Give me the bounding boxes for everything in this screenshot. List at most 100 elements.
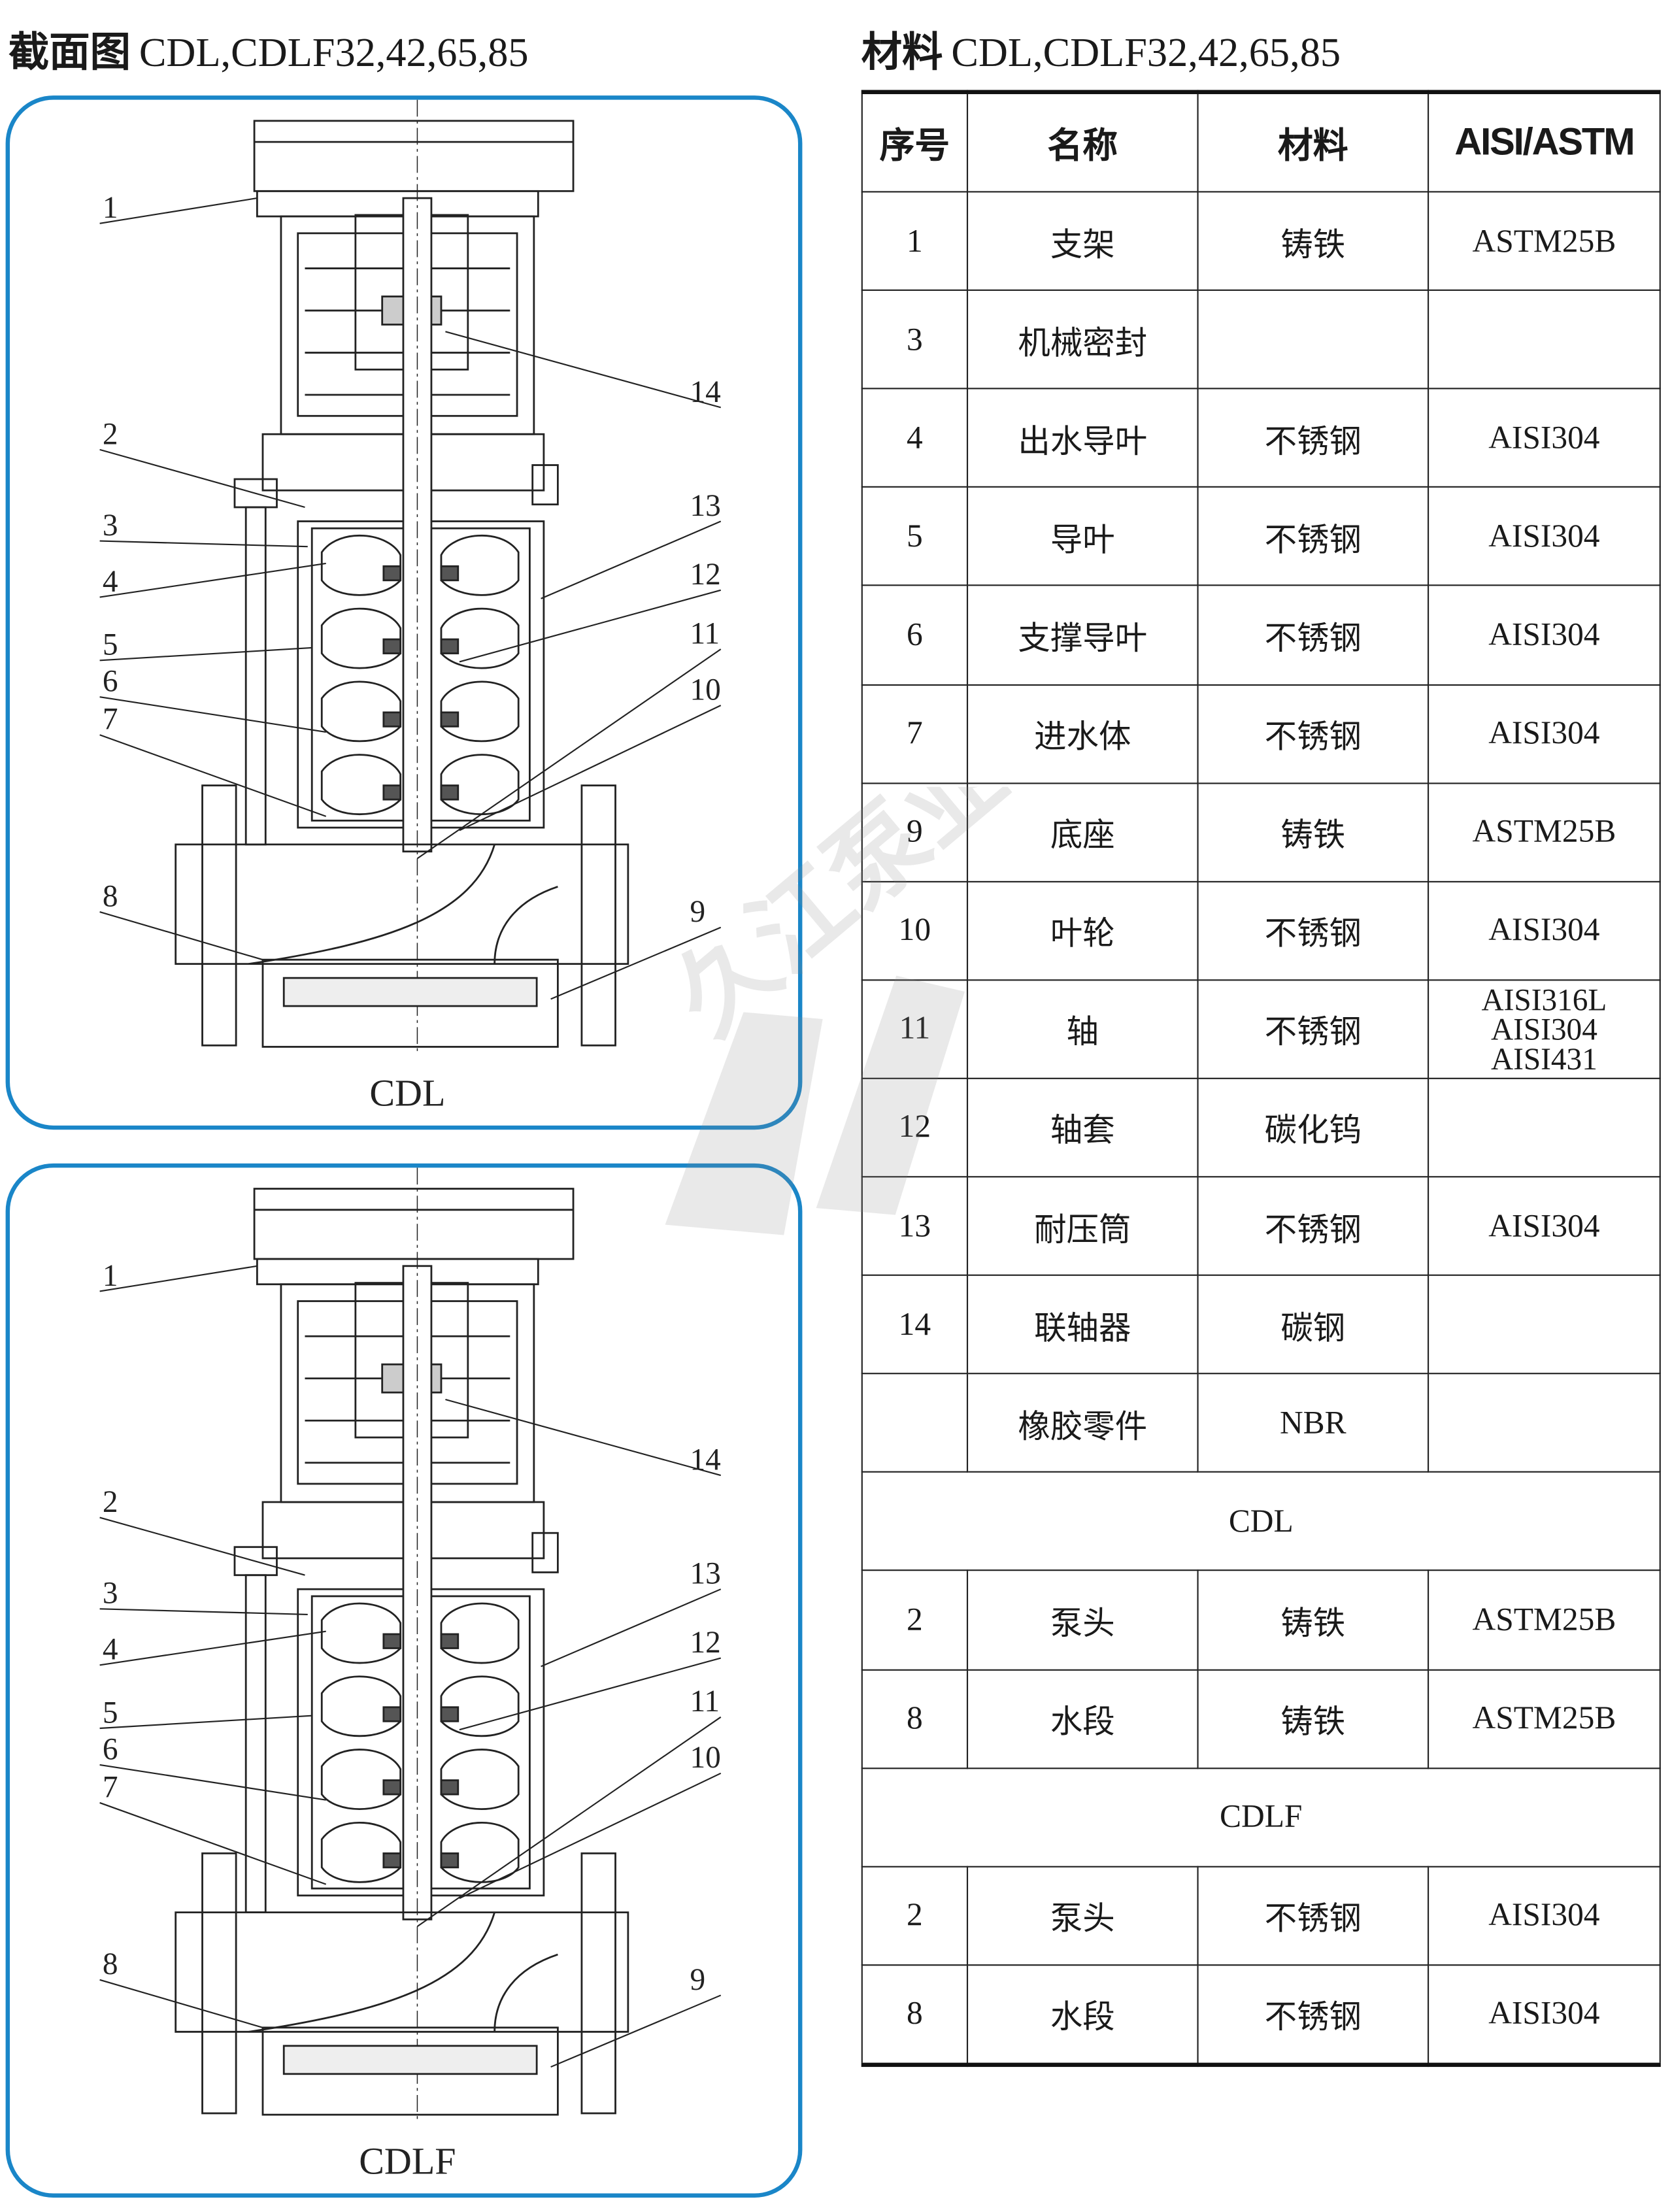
part-label-5: 5 (103, 628, 118, 662)
part-label-5: 5 (103, 1696, 118, 1730)
part-label-7: 7 (103, 703, 118, 737)
shaft-sleeve (440, 1706, 460, 1722)
impeller-right (440, 607, 520, 669)
part-name: 泵头 (966, 1865, 1199, 1966)
part-label-1: 1 (103, 191, 118, 225)
base-body (175, 1911, 629, 2033)
part-standard (1427, 1077, 1661, 1178)
leader-line (99, 562, 326, 598)
base-hatch (282, 2045, 538, 2075)
part-label-8: 8 (103, 1947, 118, 1981)
part-label-6: 6 (103, 665, 118, 699)
impeller-right (440, 680, 520, 743)
part-label-9: 9 (690, 1963, 705, 1997)
table-section-row: CDLF (861, 1767, 1661, 1868)
leader-line (99, 1608, 308, 1615)
impeller-right (440, 1821, 520, 1883)
panel-caption: CDLF (359, 2139, 456, 2182)
leader-line (99, 1764, 326, 1801)
shaft-sleeve (440, 784, 460, 801)
part-number: 10 (861, 880, 969, 981)
part-label-12: 12 (690, 558, 720, 592)
leader-line (99, 1265, 258, 1292)
standard-line: AISI304 (1490, 1011, 1597, 1047)
leader-line (99, 911, 263, 961)
part-name: 机械密封 (966, 290, 1199, 390)
impeller-right (440, 534, 520, 596)
part-number: 1 (861, 191, 969, 292)
pump-parts (175, 99, 629, 1056)
title-cn: 材料 (861, 27, 943, 76)
leader-line (99, 1979, 263, 2028)
part-material: 不锈钢 (1197, 1865, 1430, 1966)
part-material: 不锈钢 (1197, 880, 1430, 981)
part-standard: AISI304 (1427, 683, 1661, 784)
part-number: 6 (861, 585, 969, 686)
part-name: 水段 (966, 1964, 1199, 2066)
part-name: 轴 (966, 979, 1199, 1079)
shaft-sleeve (382, 1706, 402, 1722)
part-standard: AISI304 (1427, 1865, 1661, 1966)
part-number (861, 1373, 969, 1473)
leader-line (99, 448, 305, 509)
part-number: 8 (861, 1668, 969, 1769)
base-foot (261, 958, 559, 1048)
shaft-sleeve (382, 638, 402, 654)
impeller-left (320, 534, 402, 596)
part-standard: AISI304 (1427, 486, 1661, 587)
shaft-sleeve (440, 1779, 460, 1796)
shaft-sleeve (440, 711, 460, 728)
base-foot (261, 2026, 559, 2116)
impeller-left (320, 1821, 402, 1883)
part-material: 不锈钢 (1197, 979, 1430, 1079)
shaft-sleeve (440, 638, 460, 654)
flow-curve (248, 1912, 495, 2033)
leader-line (459, 1772, 722, 1900)
part-name: 底座 (966, 782, 1199, 882)
leader-line (99, 696, 326, 733)
leader-line (99, 734, 327, 817)
title-cn: 截面图 (8, 27, 131, 76)
part-number: 7 (861, 683, 969, 784)
part-number: 5 (861, 486, 969, 587)
impeller-left (320, 1675, 402, 1737)
part-label-10: 10 (690, 1741, 720, 1775)
panel-caption: CDL (369, 1072, 445, 1114)
part-name: 支撑导叶 (966, 585, 1199, 686)
shaft-sleeve (382, 1633, 402, 1649)
part-label-14: 14 (690, 1443, 720, 1477)
part-name: 叶轮 (966, 880, 1199, 981)
impeller-right (440, 1749, 520, 1810)
inlet-flange (201, 1852, 237, 2115)
leader-line (550, 926, 722, 1000)
leader-line (541, 1588, 722, 1667)
part-label-12: 12 (690, 1626, 720, 1660)
part-material: 不锈钢 (1197, 486, 1430, 587)
part-standard: AISI304 (1427, 880, 1661, 981)
part-material: 不锈钢 (1197, 388, 1430, 488)
leader-line (99, 1715, 312, 1730)
part-label-2: 2 (103, 417, 118, 451)
impeller-left (320, 607, 402, 669)
flow-curve (493, 886, 558, 964)
title-models: CDL,CDLF32,42,65,85 (139, 31, 529, 76)
impeller-left (320, 1602, 402, 1664)
header-no: 序号 (861, 91, 969, 193)
leader-line (416, 648, 722, 860)
part-material: 铸铁 (1197, 1569, 1430, 1670)
part-label-14: 14 (690, 375, 720, 409)
standard-line: AISI316L (1481, 982, 1607, 1018)
part-material: 铸铁 (1197, 782, 1430, 882)
